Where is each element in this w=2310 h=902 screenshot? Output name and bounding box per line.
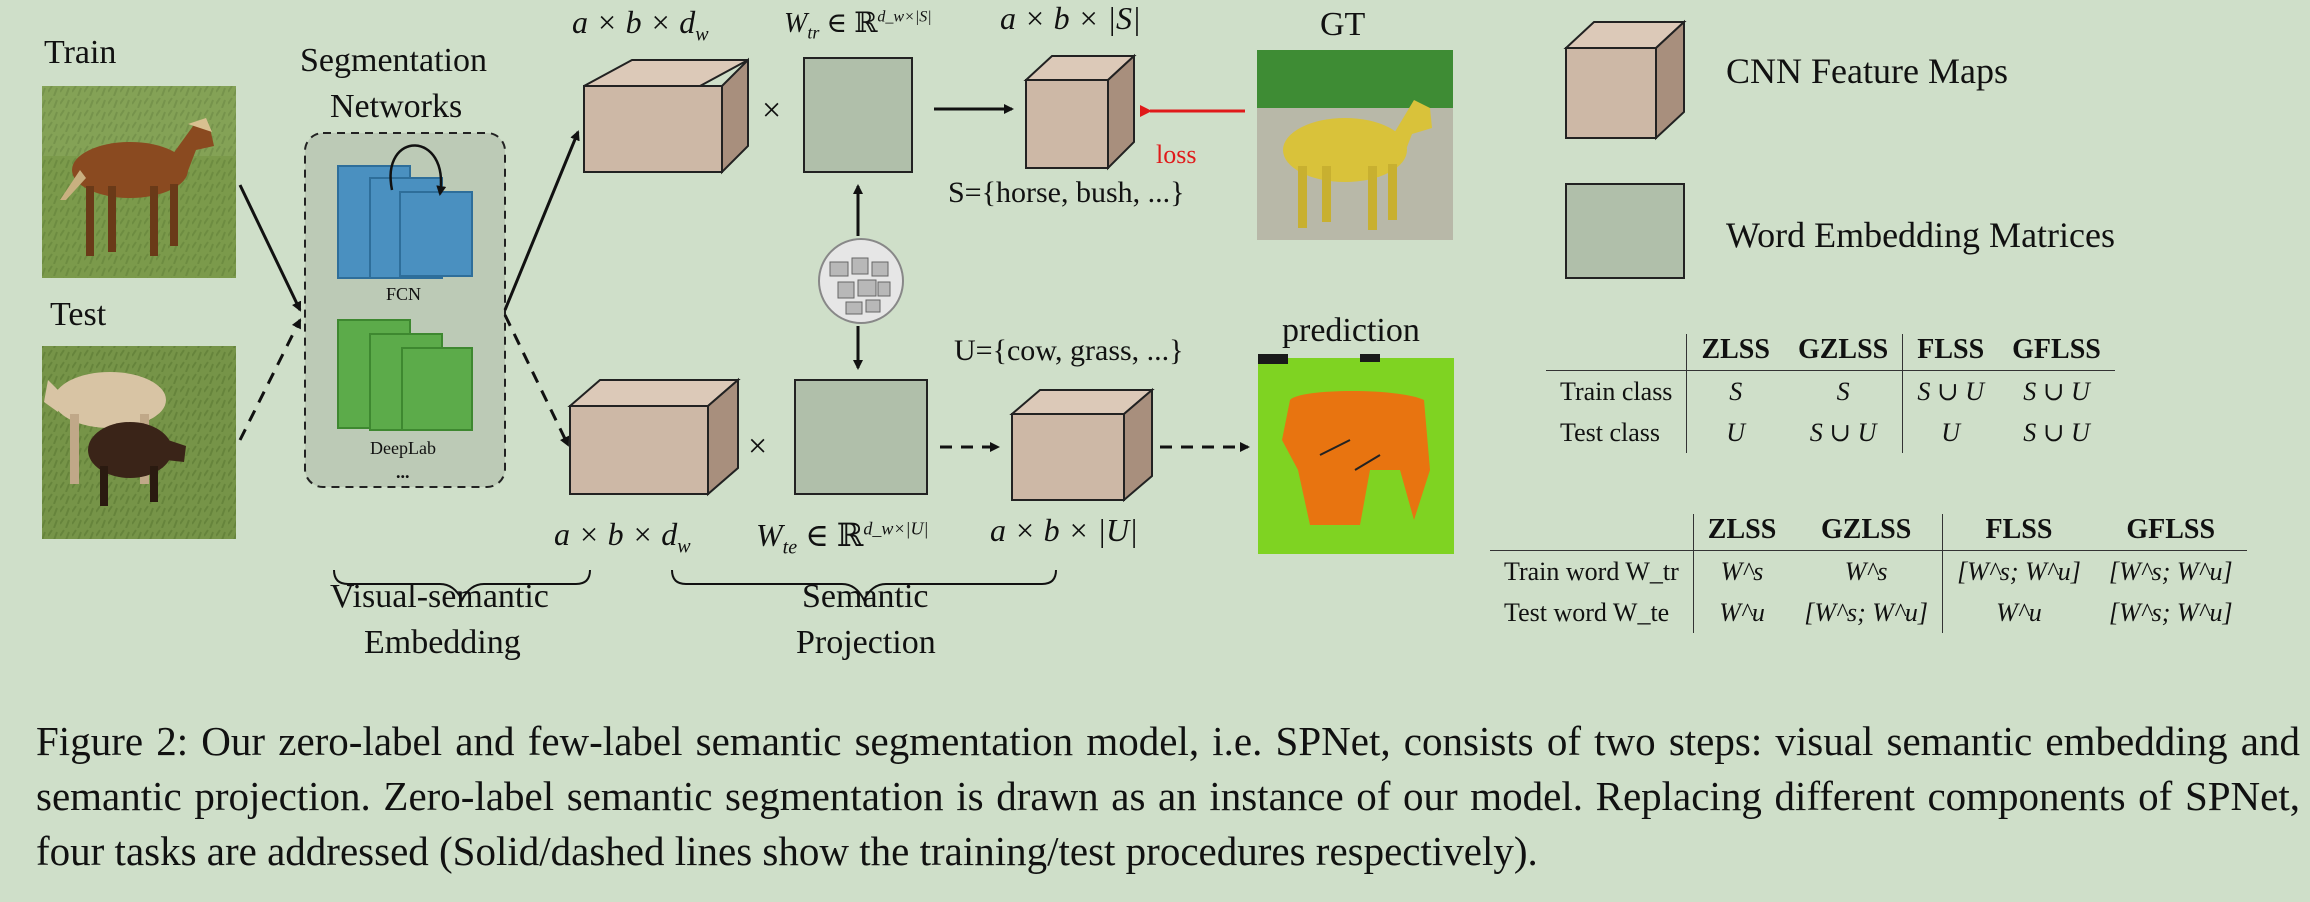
bottom-output-map bbox=[1009, 387, 1155, 503]
test-word-matrix-formula: Wte ∈ ℝd_w×|U| bbox=[756, 517, 929, 559]
test-label: Test bbox=[50, 296, 107, 333]
semantic-projection-label-line2: Projection bbox=[796, 624, 936, 661]
visual-semantic-label-line1: Visual-semantic bbox=[330, 578, 549, 615]
gt-label: GT bbox=[1320, 6, 1366, 43]
top-feature-dims: a × b × dw bbox=[572, 4, 709, 46]
table2-header: GZLSS bbox=[1790, 514, 1943, 551]
table-row: Test class U S ∪ U U S ∪ U bbox=[1546, 412, 2115, 453]
legend-cnn-label: CNN Feature Maps bbox=[1726, 51, 2008, 91]
deeplab-icon bbox=[337, 319, 473, 431]
bottom-word-embedding-matrix bbox=[794, 379, 928, 495]
table1-header: GFLSS bbox=[1998, 334, 2115, 371]
table2-header: GFLSS bbox=[2094, 514, 2247, 551]
visual-semantic-label-line2: Embedding bbox=[364, 624, 521, 661]
network-to-bottom-feature-arrow bbox=[503, 314, 570, 447]
seen-classes-set: S={horse, bush, ...} bbox=[948, 176, 1185, 209]
table-row: Train class S S S ∪ U S ∪ U bbox=[1546, 370, 2115, 412]
table2-corner bbox=[1490, 514, 1694, 551]
seg-networks-title-line2: Networks bbox=[330, 88, 463, 125]
top-times-sign: × bbox=[762, 92, 782, 129]
legend-cnn-swatch bbox=[1563, 19, 1687, 141]
network-to-top-feature-arrow bbox=[503, 130, 580, 311]
fcn-icon bbox=[337, 144, 473, 279]
table1-corner bbox=[1546, 334, 1687, 371]
loss-label: loss bbox=[1156, 140, 1197, 169]
legend-word-label: Word Embedding Matrices bbox=[1726, 215, 2116, 255]
test-to-network-arrow bbox=[238, 318, 302, 441]
table1-header: ZLSS bbox=[1686, 334, 1784, 371]
top-output-dims: a × b × |S| bbox=[1000, 0, 1141, 36]
unseen-classes-set: U={cow, grass, ...} bbox=[954, 334, 1184, 367]
bottom-times-sign: × bbox=[748, 428, 768, 465]
bottom-feature-dims: a × b × dw bbox=[554, 516, 691, 558]
train-image bbox=[42, 86, 236, 278]
class-split-table: ZLSS GZLSS FLSS GFLSS Train class S S S … bbox=[1546, 334, 2115, 453]
more-networks-label: ... bbox=[396, 462, 410, 482]
fcn-label: FCN bbox=[386, 284, 422, 304]
table2-header: FLSS bbox=[1942, 514, 2095, 551]
table-row: Train word W_tr W^s W^s [W^s; W^u] [W^s;… bbox=[1490, 550, 2247, 592]
bottom-output-dims: a × b × |U| bbox=[990, 512, 1138, 548]
legend-word-swatch bbox=[1565, 183, 1685, 279]
table1-header: GZLSS bbox=[1783, 334, 1903, 371]
visual-semantic-brace bbox=[333, 569, 591, 603]
top-output-map bbox=[1023, 53, 1137, 171]
prediction-image bbox=[1258, 354, 1454, 554]
wikipedia-globe-icon bbox=[818, 238, 904, 324]
figure-caption: Figure 2: Our zero-label and few-label s… bbox=[36, 718, 2300, 874]
table1-header: FLSS bbox=[1902, 334, 1999, 371]
train-to-network-arrow bbox=[238, 184, 302, 312]
seg-networks-title-line1: Segmentation bbox=[300, 42, 487, 79]
semantic-projection-brace bbox=[671, 569, 1057, 603]
semantic-projection-label-line1: Semantic bbox=[802, 578, 929, 615]
word-embedding-table: ZLSS GZLSS FLSS GFLSS Train word W_tr W^… bbox=[1490, 514, 2247, 633]
top-word-embedding-matrix bbox=[803, 57, 913, 173]
prediction-label: prediction bbox=[1282, 312, 1420, 349]
bottom-feature-map bbox=[567, 377, 741, 497]
table2-header: ZLSS bbox=[1692, 514, 1791, 551]
top-feature-map bbox=[583, 57, 749, 175]
train-word-matrix-formula: Wtr ∈ ℝd_w×|S| bbox=[784, 8, 932, 43]
table-row: Test word W_te W^u [W^s; W^u] W^u [W^s; … bbox=[1490, 592, 2247, 633]
test-image bbox=[42, 346, 236, 539]
gt-image bbox=[1257, 50, 1453, 240]
train-label: Train bbox=[44, 34, 117, 71]
deeplab-label: DeepLab bbox=[370, 438, 436, 458]
